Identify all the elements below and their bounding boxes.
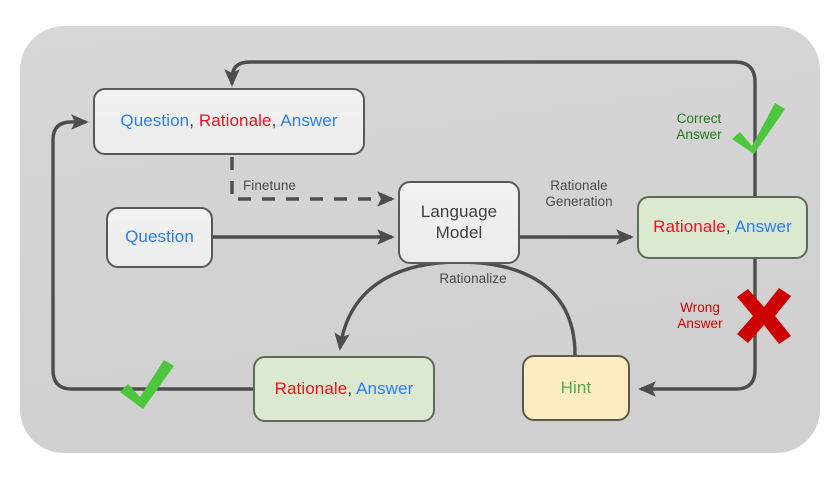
edge-wrong-to-hint bbox=[638, 259, 757, 397]
edge-label-correct-answer: Correct Answer bbox=[676, 111, 722, 143]
question-rationale-answer-box[interactable]: Question, Rationale, Answer bbox=[93, 88, 365, 155]
token-sep-1: , bbox=[347, 378, 357, 398]
node-label: Hint bbox=[560, 377, 592, 397]
check-mark-rationalized-icon bbox=[120, 360, 174, 409]
edge-label-finetune: Finetune bbox=[243, 178, 296, 193]
node-label: Question bbox=[125, 227, 194, 247]
rationale-answer-generated-box[interactable]: Rationale, Answer bbox=[637, 196, 808, 259]
edge-label-wrong-answer: Wrong Answer bbox=[677, 300, 723, 332]
edge-finetune bbox=[230, 157, 395, 207]
node-label: Language Model bbox=[420, 201, 498, 242]
edge-correct-to-dataset bbox=[224, 60, 757, 196]
node-label: Rationale, Answer bbox=[653, 217, 792, 238]
rationale-answer-rationalized-box[interactable]: Rationale, Answer bbox=[253, 356, 435, 422]
token-sep-2: , bbox=[271, 111, 281, 131]
check-mark-correct-icon bbox=[732, 103, 785, 154]
edge-label-rationalize: Rationalize bbox=[439, 271, 507, 286]
language-model-box[interactable]: Language Model bbox=[398, 181, 520, 264]
question-box[interactable]: Question bbox=[106, 207, 213, 268]
token-answer: Answer bbox=[734, 217, 792, 237]
token-answer: Answer bbox=[356, 378, 414, 398]
node-label: Question, Rationale, Answer bbox=[120, 111, 337, 132]
token-sep-1: , bbox=[725, 217, 735, 237]
node-label: Rationale, Answer bbox=[275, 379, 414, 400]
cross-mark-wrong-icon bbox=[737, 288, 791, 344]
token-answer: Answer bbox=[280, 111, 338, 131]
token-question: Question bbox=[120, 111, 190, 131]
edge-rationalized-to-dataset bbox=[51, 114, 253, 391]
token-rationale: Rationale bbox=[198, 111, 272, 131]
token-sep-1: , bbox=[189, 111, 199, 131]
token-rationale: Rationale bbox=[653, 217, 726, 237]
hint-box[interactable]: Hint bbox=[522, 355, 630, 421]
token-rationale: Rationale bbox=[274, 378, 348, 398]
edge-label-rationale-generation: Rationale Generation bbox=[545, 178, 613, 210]
